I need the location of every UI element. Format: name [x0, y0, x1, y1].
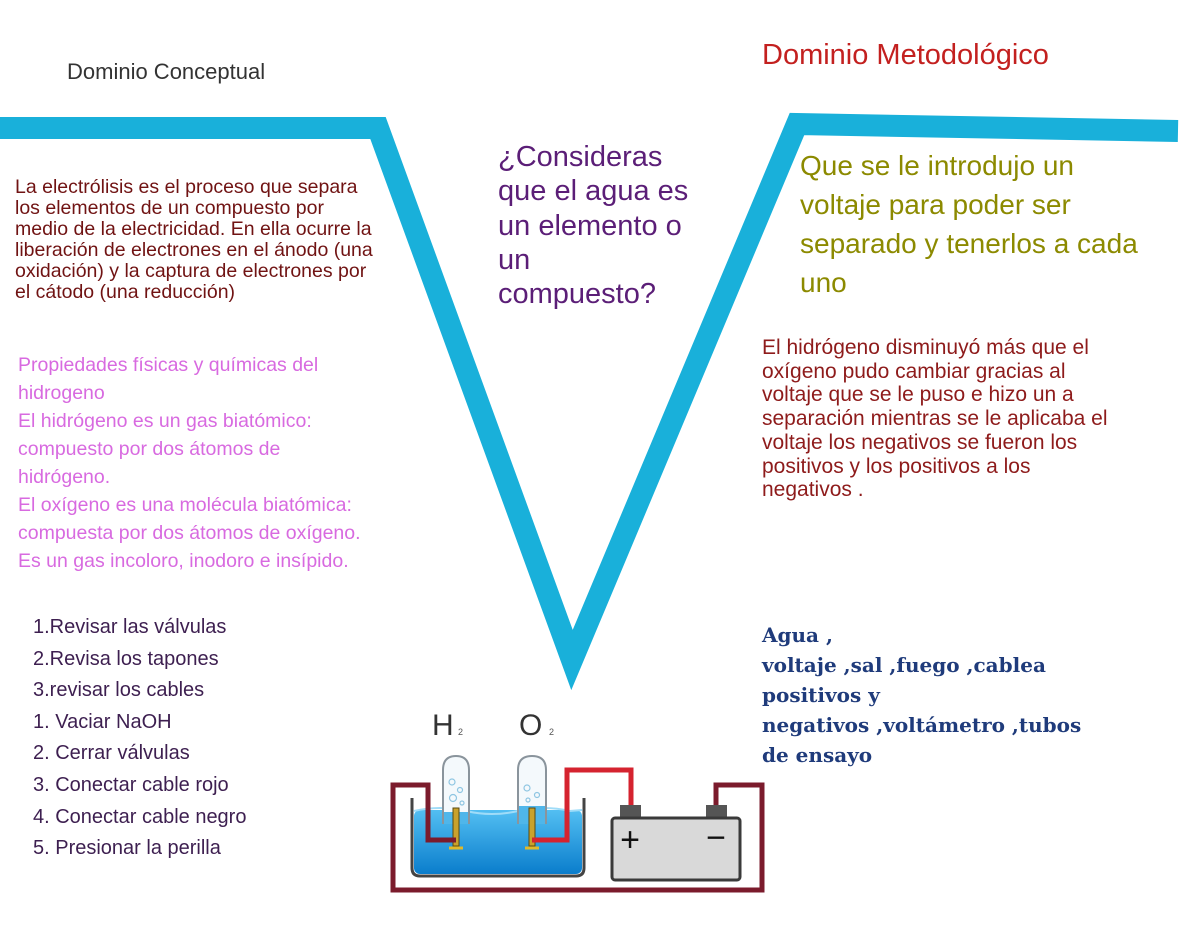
hydrogen-test-tube [442, 754, 470, 824]
concepts-line: compuesto por dos átomos de [18, 438, 281, 460]
oxygen-label: O [519, 709, 542, 742]
theory-line: medio de la electricidad. En ella ocurre… [15, 218, 372, 240]
question-line: un elemento o [498, 209, 682, 242]
anode-electrode [528, 807, 536, 847]
battery-terminal-positive [620, 805, 641, 819]
hydrogen-subscript: 2 [458, 727, 463, 737]
water-tank [410, 798, 586, 878]
concepts-line: Es un gas incoloro, inodoro e insípido. [18, 550, 349, 572]
oxygen-subscript: 2 [549, 727, 554, 737]
bubble [448, 778, 456, 786]
battery-body [610, 816, 742, 882]
focus-question: ¿Consideras que el agua es un elemento o… [498, 140, 688, 311]
question-line: ¿Consideras [498, 141, 663, 173]
concepts-line: El oxígeno es una molécula biatómica: [18, 494, 352, 516]
step-item: 5. Presionar la perilla [33, 837, 221, 860]
concepts-line: El hidrógeno es un gas biatómico: [18, 410, 312, 432]
negative-cable [390, 782, 765, 893]
question-line: un [498, 243, 531, 276]
results-line: voltaje los negativos se fueron los [762, 430, 1078, 454]
positive-cable [532, 767, 634, 843]
theory-line: La electrólisis es el proceso que separa [15, 176, 358, 198]
question-line: compuesto? [498, 278, 656, 311]
materials-line: de ensayo [762, 743, 873, 767]
concepts-line: Propiedades físicas y químicas del [18, 354, 319, 376]
hydrogen-label: H [432, 709, 454, 742]
battery-terminal-negative [706, 805, 727, 819]
electrolysis-apparatus: H 2 O 2 [390, 709, 765, 893]
bubble [523, 784, 531, 792]
question-line: que el agua es [498, 175, 689, 208]
bubble [459, 800, 465, 806]
concepts-line: hidrogeno [18, 382, 105, 404]
step-item: 1. Vaciar NaOH [33, 710, 172, 733]
theory-text: La electrólisis es el proceso que separa… [15, 177, 373, 303]
step-item: 2.Revisa los tapones [33, 647, 219, 670]
materials-line: negativos ,voltámetro ,tubos [762, 713, 1082, 737]
bubble [533, 791, 541, 799]
materials-list: Agua , voltaje ,sal ,fuego ,cablea posit… [762, 620, 1081, 770]
concepts-text: Propiedades físicas y químicas del hidro… [18, 351, 361, 575]
bubble [448, 793, 458, 803]
step-item: 4. Conectar cable negro [33, 805, 247, 828]
bubble [456, 786, 464, 794]
materials-line: voltaje ,sal ,fuego ,cablea [762, 653, 1046, 677]
water-surface [413, 807, 583, 815]
results-line: voltaje que se le puso e hizo un a [762, 383, 1074, 407]
results-line: El hidrógeno disminuyó más que el [762, 336, 1089, 359]
gas-bubbles [448, 778, 541, 806]
answer-line: Que se le introdujo un [800, 150, 1074, 181]
theory-line: el cátodo (una reducción) [15, 281, 236, 303]
answer-line: voltaje para poder ser [800, 189, 1071, 220]
cathode-electrode [452, 807, 460, 847]
step-item: 3. Conectar cable rojo [33, 773, 229, 796]
materials-line: positivos y [762, 683, 880, 707]
results-line: separación mientras se le aplicaba el [762, 407, 1108, 431]
conceptual-domain-heading: Dominio Conceptual [67, 59, 266, 84]
battery-minus-sign: − [706, 819, 726, 857]
answer-line: uno [800, 267, 847, 298]
concepts-line: compuesta por dos átomos de oxígeno. [18, 522, 361, 544]
bubble [525, 797, 531, 803]
methodological-domain-heading: Dominio Metodológico [762, 39, 1049, 71]
materials-line: Agua , [762, 623, 833, 647]
results-line: oxígeno pudo cambiar gracias al [762, 359, 1066, 383]
v-diagram-frame [0, 112, 1179, 691]
results-line: positivos y los positivos a los [762, 454, 1031, 478]
battery-plus-sign: + [620, 821, 640, 859]
answer-line: separado y tenerlos a cada [800, 228, 1138, 259]
theory-line: los elementos de un compuesto por [15, 197, 324, 219]
procedure-steps-list: 1.Revisar las válvulas 2.Revisa los tapo… [33, 612, 246, 865]
theory-line: liberación de electrones en el ánodo (un… [15, 239, 373, 261]
step-item: 1.Revisar las válvulas [33, 616, 227, 638]
step-item: 2. Cerrar válvulas [33, 742, 190, 765]
results-line: negativos . [762, 478, 864, 502]
concepts-line: hidrógeno. [18, 466, 111, 488]
answer-text: Que se le introdujo un voltaje para pode… [800, 146, 1138, 302]
theory-line: oxidación) y la captura de electrones po… [15, 260, 367, 282]
step-item: 3.revisar los cables [33, 679, 205, 702]
results-text: El hidrógeno disminuyó más que el oxígen… [762, 336, 1108, 502]
